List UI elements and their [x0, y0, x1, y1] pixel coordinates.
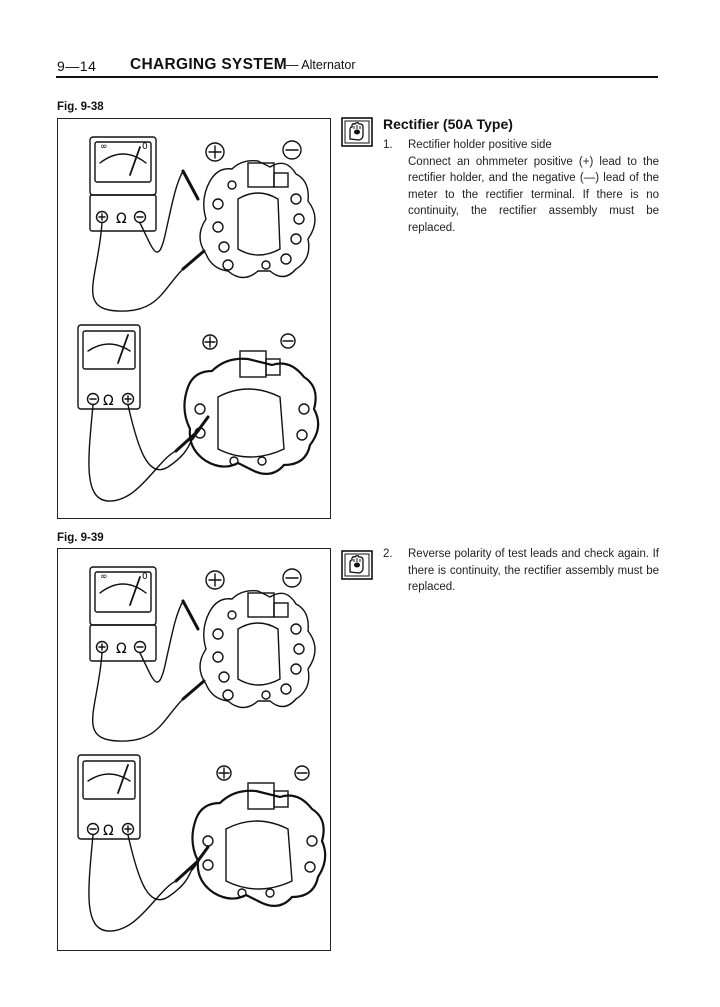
step-number: 2.: [383, 548, 393, 560]
rectifier-bottom: [183, 350, 320, 476]
rectifier-top: [199, 589, 316, 709]
hand-pointer-manual-icon: [341, 550, 373, 580]
figure-9-38-drawing: ∞ 0 Ω Ω: [77, 136, 320, 502]
step-text: Reverse polarity of test leads and check…: [408, 548, 659, 594]
infinity-mark: ∞: [100, 572, 108, 582]
page-number: 9—14: [57, 58, 97, 74]
infinity-mark: ∞: [100, 142, 108, 152]
section-title: CHARGING SYSTEM: [130, 56, 287, 73]
section-heading: Rectifier (50A Type): [383, 116, 513, 132]
step-title: Rectifier holder positive side: [408, 139, 552, 151]
figure-9-39-drawing: ∞ 0 Ω Ω: [77, 566, 327, 932]
step-body: Rectifier holder positive side Connect a…: [408, 137, 659, 237]
rectifier-bottom: [191, 782, 327, 908]
page-header: 9—14 CHARGING SYSTEM — Alternator: [57, 56, 657, 80]
ohm-symbol: Ω: [103, 393, 114, 409]
ohm-symbol: Ω: [103, 823, 114, 839]
step-1: 1. Rectifier holder positive side Connec…: [383, 137, 659, 237]
ohmmeter-bottom: [77, 324, 210, 502]
figure-label-9-38: Fig. 9-38: [57, 101, 104, 113]
ohmmeter-top: [89, 136, 206, 312]
rectifier-top: [199, 159, 316, 279]
section-subtitle: — Alternator: [286, 58, 356, 72]
figure-9-39: ∞ 0 Ω Ω: [57, 548, 331, 951]
step-number: 1.: [383, 139, 393, 151]
header-rule: [56, 76, 658, 78]
ohm-symbol: Ω: [116, 211, 127, 227]
step-2: 2. Reverse polarity of test leads and ch…: [383, 546, 659, 606]
ohm-symbol: Ω: [116, 641, 127, 657]
zero-mark: 0: [142, 572, 148, 582]
zero-mark: 0: [142, 142, 148, 152]
step-body: Reverse polarity of test leads and check…: [408, 546, 659, 596]
figure-9-38: ∞ 0 Ω Ω: [57, 118, 331, 519]
step-text: Connect an ohmmeter positive (+) lead to…: [408, 155, 659, 234]
ohmmeter-bottom: [77, 754, 210, 932]
figure-label-9-39: Fig. 9-39: [57, 532, 104, 544]
ohmmeter-top: [89, 566, 206, 742]
hand-pointer-manual-icon: [341, 117, 373, 147]
